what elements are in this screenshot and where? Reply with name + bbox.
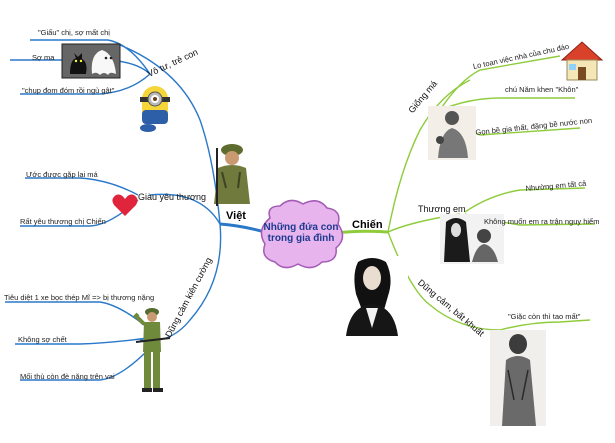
leaf-giac-con: "Giặc còn thì tao mất" — [508, 312, 581, 321]
sisters-sketch-icon — [440, 214, 504, 264]
woman-coat-icon — [490, 330, 546, 426]
heart-icon — [112, 194, 138, 216]
leaf-giau-chi: "Giấu" chị, sợ mất chị — [38, 28, 110, 37]
leaf-chup-dom-dom: "chụp đom đóm rồi ngủ gật" — [22, 86, 115, 95]
ghost-cat-icon — [61, 43, 121, 79]
leaf-khong-muon-em: Không muốn em ra trận nguy hiểm — [484, 217, 600, 226]
leaf-yeu-chi-chien: Rất yêu thương chị Chiến — [20, 217, 106, 226]
soldier-icon — [214, 144, 250, 206]
minion-icon — [140, 86, 170, 132]
right-title: Chiến — [352, 219, 383, 231]
left-branch-lines — [5, 39, 269, 381]
saluting-soldier-icon — [133, 308, 171, 392]
center-node — [260, 199, 344, 269]
leaf-moi-thu: Mối thù còn đè nặng trên vai — [20, 372, 115, 381]
leaf-chu-nam-khen: chú Năm khen "Khôn" — [505, 85, 579, 94]
leaf-tieu-diet-xe: Tiêu diệt 1 xe bọc thép Mĩ => bị thương … — [4, 293, 155, 302]
branch-giau-yeu-thuong: Giàu yêu thương — [138, 192, 206, 202]
mother-child-icon — [428, 106, 476, 160]
house-icon — [560, 41, 604, 81]
center-line-1: Những đứa con — [263, 222, 339, 233]
woman-portrait-icon — [336, 256, 408, 336]
left-title: Việt — [226, 210, 246, 222]
branch-thuong-em: Thương em — [418, 204, 466, 214]
leaf-khong-so-chet: Không sợ chết — [18, 335, 67, 344]
center-node-label: Những đứa con trong gia đình — [262, 222, 340, 244]
center-line-2: trong gia đình — [267, 233, 335, 244]
leaf-so-ma: Sợ ma — [32, 53, 55, 62]
leaf-uoc-gap-ma: Ước được gặp lại má — [26, 170, 98, 179]
